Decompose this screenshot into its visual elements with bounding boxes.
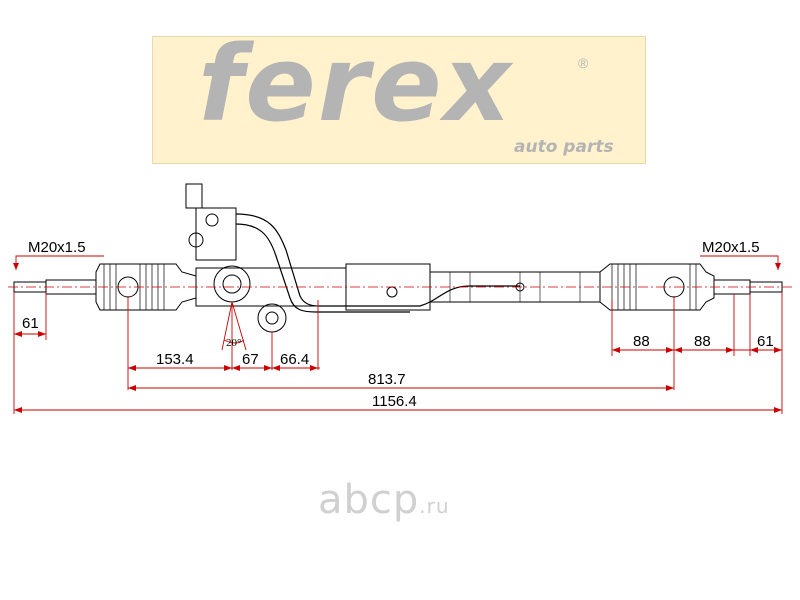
right-boot [599,263,715,311]
mount-bushing [257,303,287,333]
watermark-domain: .ru [419,494,450,518]
dim-boot-inner: 88 [633,333,650,350]
registered-mark: ® [578,55,589,71]
steering-rack [8,183,792,333]
right-thread-leader [700,255,779,270]
thread-label-left: M20x1.5 [28,239,86,256]
logo-banner [152,36,646,164]
dim-angle: 20° [226,337,241,349]
dim-right-end: 61 [757,333,774,350]
left-thread-leader [15,255,104,270]
hydraulic-line-b [235,223,410,313]
dim-ball-joint-span: 813.7 [368,371,406,388]
dim-pinion-b: 66.4 [280,351,309,368]
watermark-brand: abcp [318,477,420,523]
pinion-housing [213,265,251,303]
control-valve [195,207,237,261]
logo-wordmark: ferex [198,23,513,145]
dim-pinion-a: 67 [242,351,259,368]
valve-input-shaft [185,183,203,209]
hydraulic-line-a [235,213,520,307]
dimension-arrows [13,263,782,413]
thread-label-right: M20x1.5 [702,239,760,256]
dim-overall-length: 1156.4 [372,393,417,410]
dim-boot-outer: 88 [694,333,711,350]
dim-left-end: 61 [22,315,39,332]
abcp-watermark: abcp.ru [318,480,450,520]
logo-tagline: auto parts [514,137,614,157]
dimension-lines [13,255,783,414]
dim-pinion-offset: 153.4 [156,351,194,368]
